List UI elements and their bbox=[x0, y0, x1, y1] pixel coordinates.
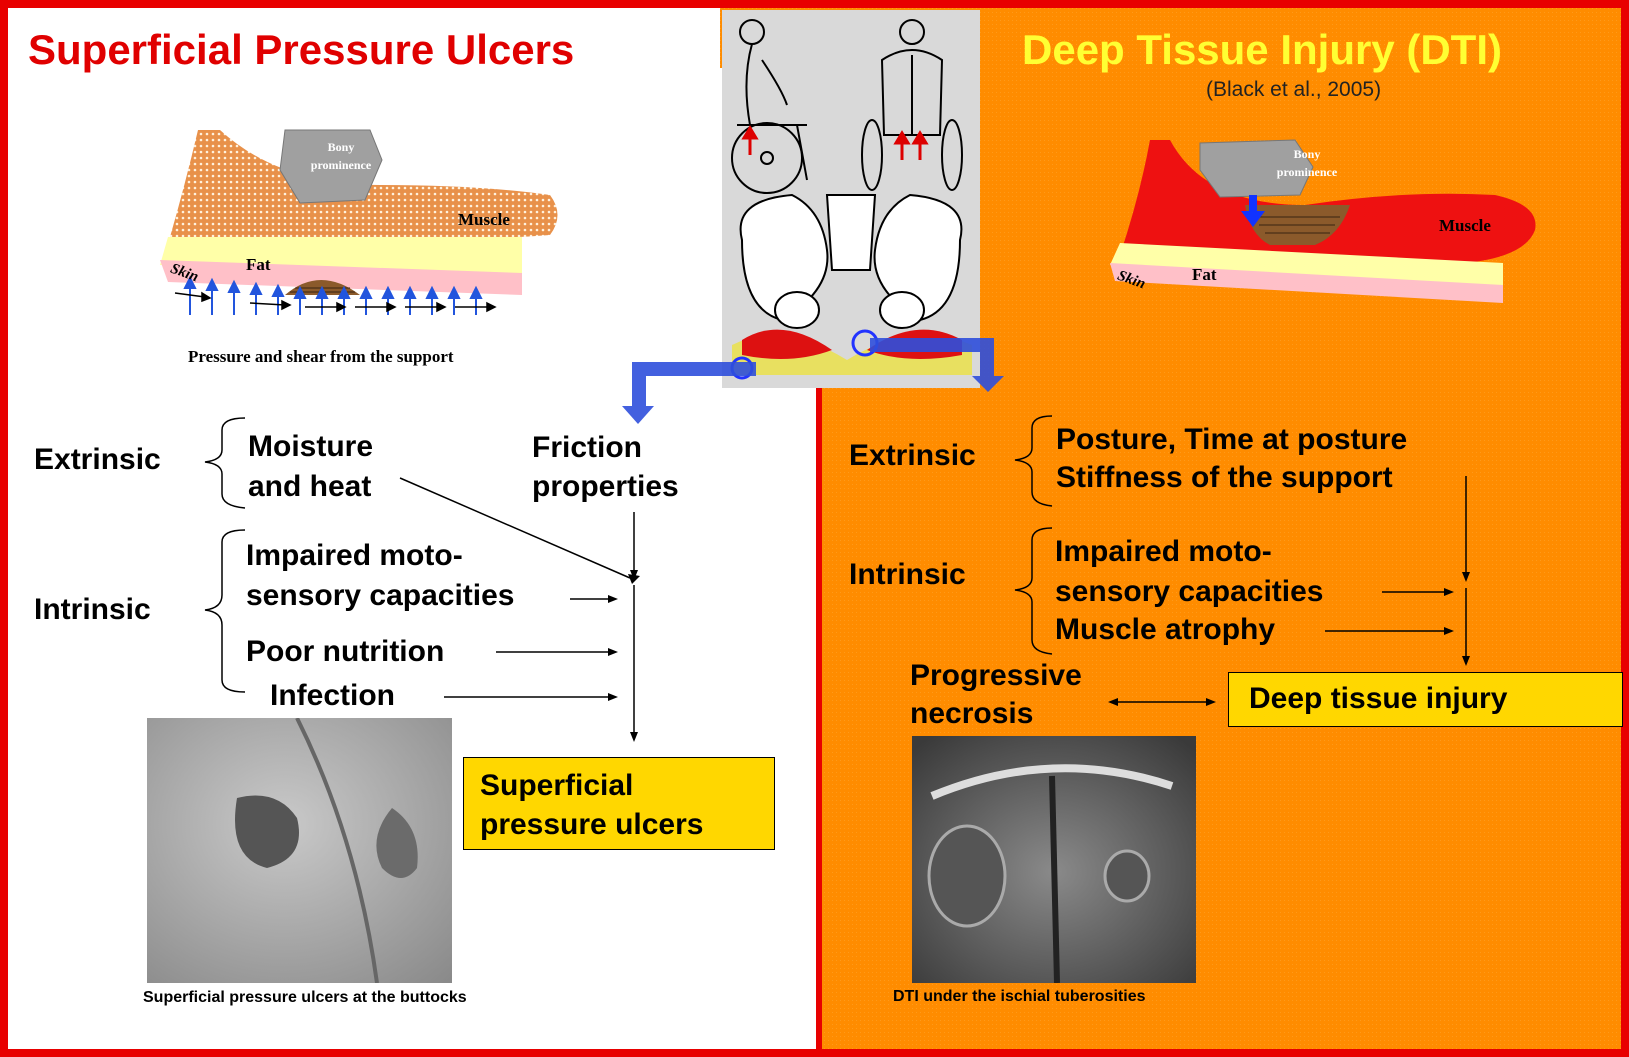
left-bony-label-1: Bony bbox=[319, 141, 363, 154]
left-bony-label-2: prominence bbox=[294, 159, 388, 172]
superficial-outcome-line2: pressure ulcers bbox=[480, 805, 703, 845]
left-intrinsic-brace bbox=[205, 530, 245, 692]
right-muscle-label: Muscle bbox=[1439, 216, 1491, 236]
superficial-ulcer-photo bbox=[147, 718, 452, 983]
dti-outcome-label: Deep tissue injury bbox=[1249, 679, 1507, 719]
left-muscle-label: Muscle bbox=[458, 210, 510, 230]
citation: (Black et al., 2005) bbox=[1206, 78, 1381, 102]
left-panel-title: Superficial Pressure Ulcers bbox=[28, 26, 574, 74]
right-photo-caption: DTI under the ischial tuberosities bbox=[893, 988, 1146, 1006]
right-extrinsic-brace bbox=[1015, 416, 1052, 506]
left-extrinsic-brace bbox=[205, 418, 245, 508]
superficial-outcome-box: Superficial pressure ulcers bbox=[463, 757, 775, 850]
right-intrinsic-brace bbox=[1015, 528, 1052, 654]
right-bony-label-2: prominence bbox=[1258, 166, 1356, 179]
dti-photo bbox=[912, 736, 1196, 983]
superficial-outcome-line1: Superficial bbox=[480, 766, 633, 806]
dti-outcome-box: Deep tissue injury bbox=[1228, 672, 1623, 727]
right-fat-label: Fat bbox=[1192, 265, 1217, 285]
left-photo-caption: Superficial pressure ulcers at the butto… bbox=[143, 989, 467, 1007]
left-diagram-caption: Pressure and shear from the support bbox=[188, 347, 454, 367]
pelvis-drawing bbox=[741, 195, 962, 328]
right-panel-title: Deep Tissue Injury (DTI) bbox=[1022, 26, 1502, 74]
arrow-to-dti bbox=[870, 338, 1004, 392]
right-bony-label-1: Bony bbox=[1285, 148, 1329, 161]
left-fat-label: Fat bbox=[246, 255, 271, 275]
left-flow-connectors bbox=[0, 400, 820, 760]
side-wheelchair-figure bbox=[732, 20, 807, 193]
back-wheelchair-figure bbox=[862, 20, 962, 190]
